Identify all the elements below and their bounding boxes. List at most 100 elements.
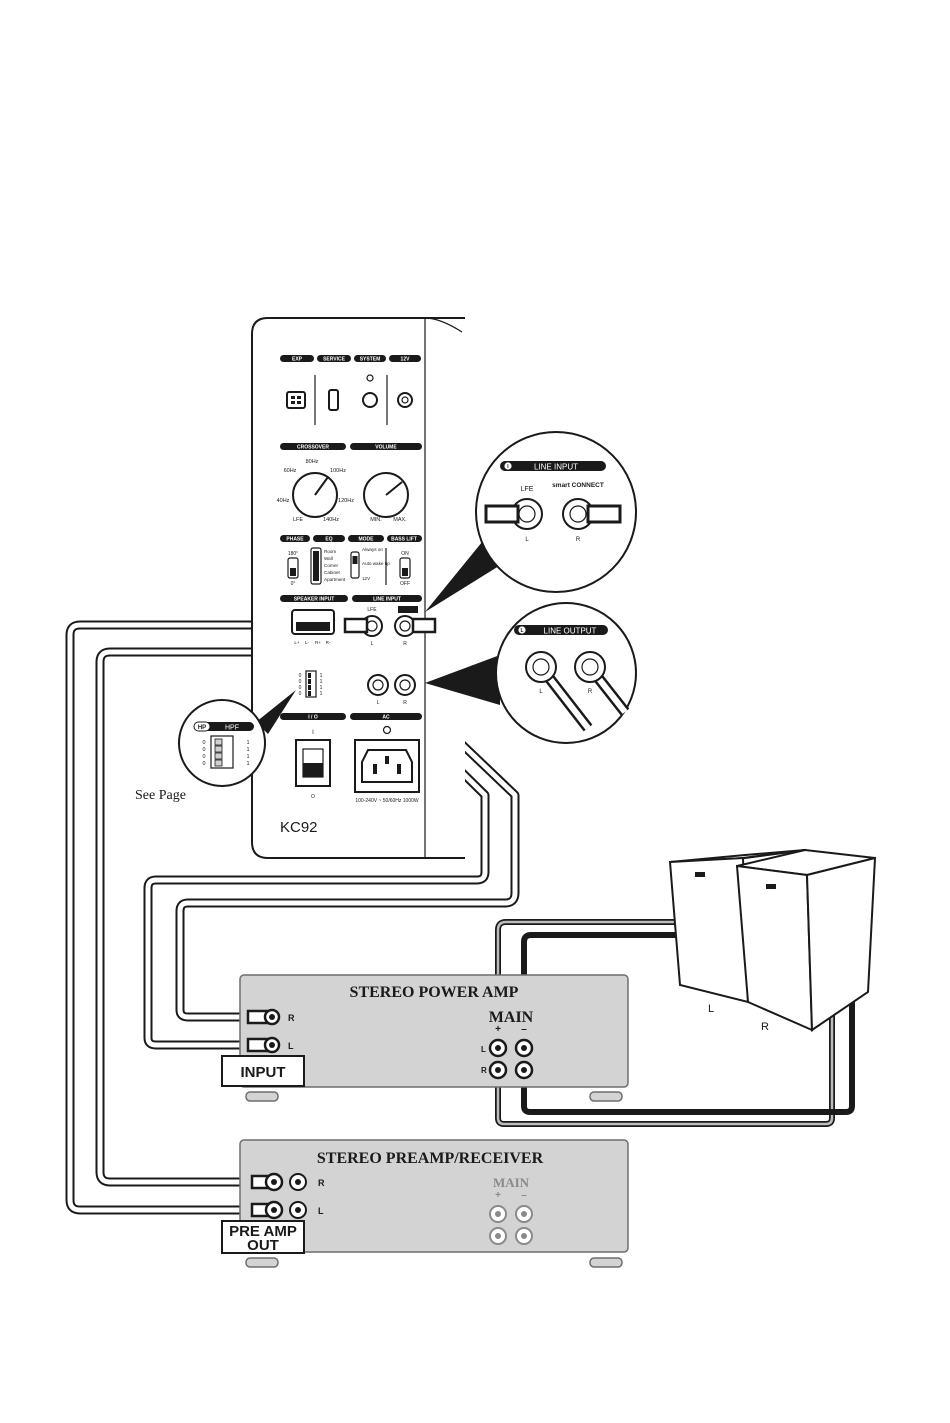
- system-led-icon: [366, 374, 374, 382]
- crossover-mark-60: 60Hz: [284, 468, 297, 474]
- line-output-r-jack[interactable]: [394, 674, 416, 696]
- callout-line-input: I LINE INPUT LFE smart CONNECT L R: [425, 431, 637, 612]
- row-phase-eq-mode: PHASE EQ MODE BASS LIFT 180° 0° Room Wal…: [280, 535, 422, 587]
- model-label: KC92: [280, 819, 318, 836]
- system-button-icon[interactable]: [362, 392, 378, 408]
- callout-out-r-jack: [574, 651, 606, 683]
- header-crossover: CROSSOVER: [297, 445, 329, 451]
- dip-right-1: 1: [320, 679, 323, 685]
- preamp-out-r-label: R: [318, 1178, 325, 1188]
- line-output-l-jack[interactable]: [367, 674, 389, 696]
- volume-mark-max: MAX.: [393, 517, 407, 523]
- phase-mark-0: 0°: [291, 581, 296, 587]
- dip-right-2: 1: [320, 685, 323, 691]
- crossover-knob-icon[interactable]: [292, 472, 338, 518]
- crossover-mark-120: 120Hz: [338, 498, 354, 504]
- eq-selector[interactable]: [310, 547, 322, 585]
- row-crossover-volume: CROSSOVER VOLUME 80Hz 100Hz 60Hz 120Hz 4…: [277, 443, 422, 523]
- line-input-l-label: L: [371, 641, 374, 647]
- header-ac: AC: [382, 715, 390, 721]
- power-mark-off: O: [311, 794, 315, 800]
- row-system-controls: [286, 374, 413, 425]
- terminal-r-minus: R-: [326, 640, 331, 645]
- header-power-switch: I / O: [308, 715, 318, 721]
- power-amp-input-box: INPUT: [241, 1064, 286, 1081]
- speaker-input-terminal[interactable]: [291, 609, 335, 635]
- callout-line-input-title: LINE INPUT: [534, 463, 578, 472]
- terminal-r-plus: R+: [315, 640, 321, 645]
- power-mark-on: I: [312, 730, 314, 736]
- dip-right-0: 1: [320, 673, 323, 679]
- header-bass-lift: BASS LIFT: [391, 537, 417, 543]
- see-page-note: See Page: [135, 788, 186, 803]
- speaker-right-label: R: [761, 1021, 769, 1033]
- eq-option-wall: Wall: [324, 556, 333, 561]
- stereo-preamp-receiver: STEREO PREAMP/RECEIVER R L PRE AMP OUT M…: [221, 1139, 629, 1268]
- header-line-input: LINE INPUT: [373, 597, 401, 603]
- crossover-mark-100: 100Hz: [330, 468, 346, 474]
- header-mode: MODE: [359, 537, 375, 543]
- power-amp-out-l-label: L: [481, 1045, 486, 1054]
- header-service: SERVICE: [323, 357, 346, 363]
- exp-port-icon[interactable]: [286, 391, 306, 409]
- bass-lift-mark-on: ON: [401, 551, 409, 557]
- eq-option-cabinet: Cabinet: [324, 570, 341, 575]
- hpf-left-1: 0: [202, 747, 205, 753]
- callout-line-output-badge: L: [520, 628, 523, 634]
- hpf-right-1: 1: [246, 747, 249, 753]
- dip-right-3: 1: [320, 691, 323, 697]
- mode-switch[interactable]: [350, 551, 360, 579]
- header-eq: EQ: [325, 537, 332, 543]
- crossover-mark-80: 80Hz: [306, 459, 319, 465]
- stereo-power-amp: STEREO POWER AMP R L INPUT MAIN + – L R: [221, 974, 629, 1102]
- eq-option-apartment: Apartment: [324, 577, 346, 582]
- service-port-icon[interactable]: [328, 389, 339, 411]
- subwoofer-rear-panel: EXP SERVICE SYSTEM 12V CROSSOVER VOLUME: [251, 317, 465, 859]
- preamp-out-box-line1: PRE AMP: [229, 1223, 297, 1240]
- row-inputs: SPEAKER INPUT LINE INPUT L+ L- R+ R- LFE…: [280, 595, 437, 647]
- row-outputs: 0 0 0 0 1 1 1 1 L R: [299, 670, 416, 706]
- speaker-left-label: L: [708, 1003, 714, 1015]
- volume-knob-icon[interactable]: [363, 472, 409, 518]
- speaker-cables: [495, 919, 855, 1127]
- line-output-l-label: L: [377, 700, 380, 706]
- bass-lift-mark-off: OFF: [400, 581, 410, 587]
- preamp-title: STEREO PREAMP/RECEIVER: [317, 1150, 544, 1167]
- volume-mark-min: MIN.: [370, 517, 382, 523]
- crossover-mark-140: 140Hz: [323, 517, 339, 523]
- callout-hpf: HP HPF 0 0 0 0 1 1 1 1: [178, 690, 296, 787]
- callout-hpf-title: HPF: [225, 725, 239, 732]
- phase-mark-180: 180°: [288, 551, 298, 557]
- hpf-left-3: 0: [202, 761, 205, 767]
- header-system: SYSTEM: [360, 357, 381, 363]
- speakers: L R: [668, 848, 877, 1033]
- dip-left-3: 0: [299, 691, 302, 697]
- line-output-r-label: R: [403, 700, 407, 706]
- ac-indicator-icon: [382, 725, 392, 735]
- dip-left-0: 0: [299, 673, 302, 679]
- hpf-right-3: 1: [246, 761, 249, 767]
- row-power: I / O AC I O 100-240V ~ 50/60Hz 1000W: [280, 713, 422, 804]
- hpf-dip-switch[interactable]: [305, 670, 317, 698]
- trigger-12v-jack-icon[interactable]: [397, 392, 413, 408]
- power-amp-out-r-label: R: [481, 1066, 487, 1075]
- hpf-right-0: 1: [246, 740, 249, 746]
- speaker-right: R: [735, 848, 877, 1033]
- header-12v: 12V: [401, 357, 411, 363]
- crossover-mark-lfe: LFE: [293, 517, 303, 523]
- header-speaker-input: SPEAKER INPUT: [294, 597, 335, 603]
- bass-lift-switch[interactable]: [399, 557, 411, 579]
- row-system-headers: EXP SERVICE SYSTEM 12V: [280, 355, 421, 363]
- dip-left-2: 0: [299, 685, 302, 691]
- header-volume: VOLUME: [375, 445, 397, 451]
- power-switch[interactable]: [295, 739, 331, 787]
- callout-line-output: L LINE OUTPUT L R: [425, 602, 637, 744]
- preamp-minus-label: –: [521, 1190, 527, 1201]
- callout-input-l-label: L: [525, 537, 529, 543]
- terminal-l-minus: L-: [305, 640, 310, 645]
- ac-inlet-icon[interactable]: [354, 739, 420, 793]
- callout-hpf-badge: HP: [198, 725, 206, 731]
- preamp-main-label: MAIN: [493, 1175, 530, 1190]
- phase-switch[interactable]: [287, 557, 299, 579]
